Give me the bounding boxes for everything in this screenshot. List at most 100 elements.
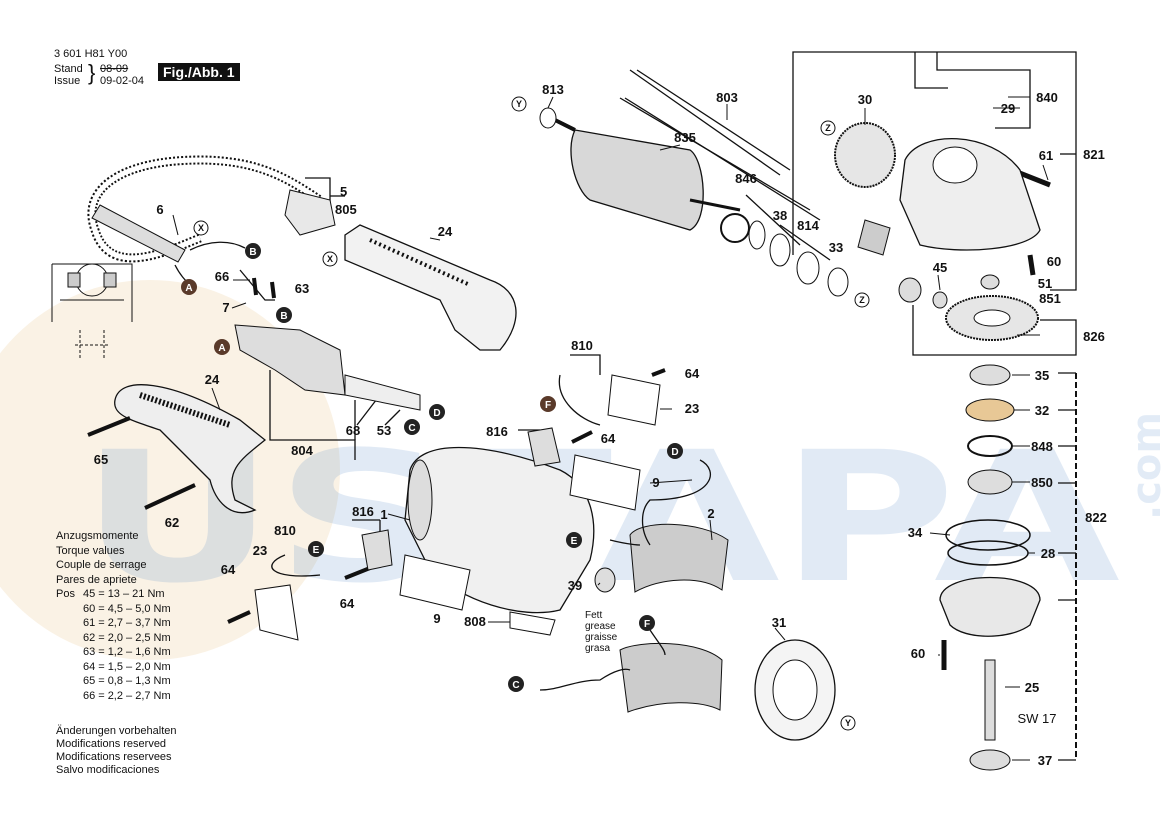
label-835: 835 xyxy=(674,130,696,145)
label-37: 37 xyxy=(1038,753,1052,768)
nut-45 xyxy=(932,291,948,309)
old-date: 08-09 xyxy=(100,63,129,75)
bearing-813 xyxy=(539,107,557,129)
watermark-suffix: .com xyxy=(1124,412,1168,520)
label-24-top: 24 xyxy=(438,224,453,239)
connector-markers: A A B B C C D D E E F F xyxy=(181,243,683,692)
connector-e-1 xyxy=(308,541,324,557)
bearing-814 xyxy=(796,251,820,285)
connector-f-2 xyxy=(639,615,655,631)
svg-text:Y: Y xyxy=(516,99,522,109)
torque-row: 65=0,8 – 1,3 Nm xyxy=(83,675,171,687)
label-61: 61 xyxy=(1039,148,1053,163)
label-24-lower: 24 xyxy=(205,372,220,387)
label-38: 38 xyxy=(773,208,787,223)
ref-y-2 xyxy=(840,715,856,731)
grease-en: grease xyxy=(585,621,616,632)
label-35: 35 xyxy=(1035,368,1049,383)
figure-label: Fig./Abb. 1 xyxy=(158,63,240,81)
torque-row: 60=4,5 – 5,0 Nm xyxy=(83,602,171,615)
svg-text:C: C xyxy=(408,423,415,434)
circlip-848 xyxy=(967,435,1013,457)
svg-text:Z: Z xyxy=(825,123,831,133)
grease-fr: graisse xyxy=(585,632,618,643)
torque-row: 63=1,2 – 1,6 Nm xyxy=(83,646,171,658)
svg-text:Y: Y xyxy=(845,718,851,728)
connector-d-1 xyxy=(429,404,445,420)
label-5: 5 xyxy=(340,184,347,199)
part-number: 3 601 H81 Y00 xyxy=(54,48,128,60)
svg-text:B: B xyxy=(249,247,256,258)
label-sw17: SW 17 xyxy=(1017,711,1056,726)
label-23-top: 23 xyxy=(685,401,699,416)
label-822: 822 xyxy=(1085,510,1107,525)
label-34: 34 xyxy=(908,525,923,540)
label-39: 39 xyxy=(568,578,582,593)
label-826: 826 xyxy=(1083,329,1105,344)
label-28: 28 xyxy=(1041,546,1055,561)
connector-c-1 xyxy=(404,419,420,435)
reference-markers: X X Y Y Z Z xyxy=(193,96,870,731)
wire-810 xyxy=(558,374,601,426)
switch-schematic xyxy=(51,263,133,360)
torque-title-de: Anzugsmomente xyxy=(56,530,139,542)
torque-title-es: Pares de apriete xyxy=(56,573,137,586)
torque-row: 61=2,7 – 3,7 Nm xyxy=(83,617,171,629)
torque-section: Anzugsmomente Torque values Couple de se… xyxy=(56,529,174,703)
cover-23-lower xyxy=(254,584,299,641)
torque-title-fr: Couple de serrage xyxy=(56,559,147,571)
washer-38 xyxy=(748,220,766,250)
label-64-d: 64 xyxy=(340,596,355,611)
label-848: 848 xyxy=(1031,439,1053,454)
svg-text:E: E xyxy=(571,536,578,547)
label-840: 840 xyxy=(1036,90,1058,105)
torque-row: 66=2,2 – 2,7 Nm xyxy=(83,689,171,702)
svg-text:X: X xyxy=(327,254,333,264)
label-821: 821 xyxy=(1083,147,1105,162)
bearing-39 xyxy=(594,567,616,593)
label-64-b: 64 xyxy=(601,431,616,446)
part-labels: 813 803 835 846 38 814 33 30 840 29 61 8… xyxy=(94,82,1107,768)
modifications-note: Änderungen vorbehalten Modifications res… xyxy=(56,725,177,776)
label-45: 45 xyxy=(933,260,947,275)
label-23-lower: 23 xyxy=(253,543,267,558)
issue-label: Issue xyxy=(54,75,81,87)
retaining-ring-846 xyxy=(720,213,750,243)
cover-23 xyxy=(607,374,661,426)
bearing-850 xyxy=(967,469,1013,495)
watermark-orange-disc xyxy=(0,280,340,660)
label-66: 66 xyxy=(215,269,229,284)
label-805: 805 xyxy=(335,202,357,217)
brush-plate-9-bottom xyxy=(399,554,471,611)
spindle-lock xyxy=(857,219,891,256)
label-30: 30 xyxy=(858,92,872,107)
bushing-51 xyxy=(980,274,1000,290)
nut-33 xyxy=(827,267,849,297)
ref-x-2 xyxy=(322,251,338,267)
label-68: 68 xyxy=(346,423,360,438)
connector-f-1 xyxy=(540,396,556,412)
label-63: 63 xyxy=(295,281,309,296)
label-64-c: 64 xyxy=(221,562,236,577)
label-51: 51 xyxy=(1038,276,1052,291)
stand-label: Stand xyxy=(54,63,83,75)
label-31: 31 xyxy=(772,615,786,630)
brace-symbol: } xyxy=(88,60,96,85)
insulation-808 xyxy=(509,611,556,636)
label-65: 65 xyxy=(94,452,108,467)
torque-row: 64=1,5 – 2,0 Nm xyxy=(83,660,171,673)
connector-b-2 xyxy=(276,307,292,323)
bearing-flange-822 xyxy=(939,576,1041,637)
ring-28 xyxy=(947,540,1029,566)
svg-text:X: X xyxy=(198,223,204,233)
label-33: 33 xyxy=(829,240,843,255)
svg-text:F: F xyxy=(644,619,650,630)
label-32: 32 xyxy=(1035,403,1049,418)
flange-37 xyxy=(969,749,1011,771)
svg-text:C: C xyxy=(512,680,519,691)
label-62: 62 xyxy=(165,515,179,530)
handle-half-24 xyxy=(344,224,517,351)
svg-text:B: B xyxy=(280,311,287,322)
ring-814 xyxy=(769,233,791,267)
armature-835 xyxy=(570,129,704,231)
